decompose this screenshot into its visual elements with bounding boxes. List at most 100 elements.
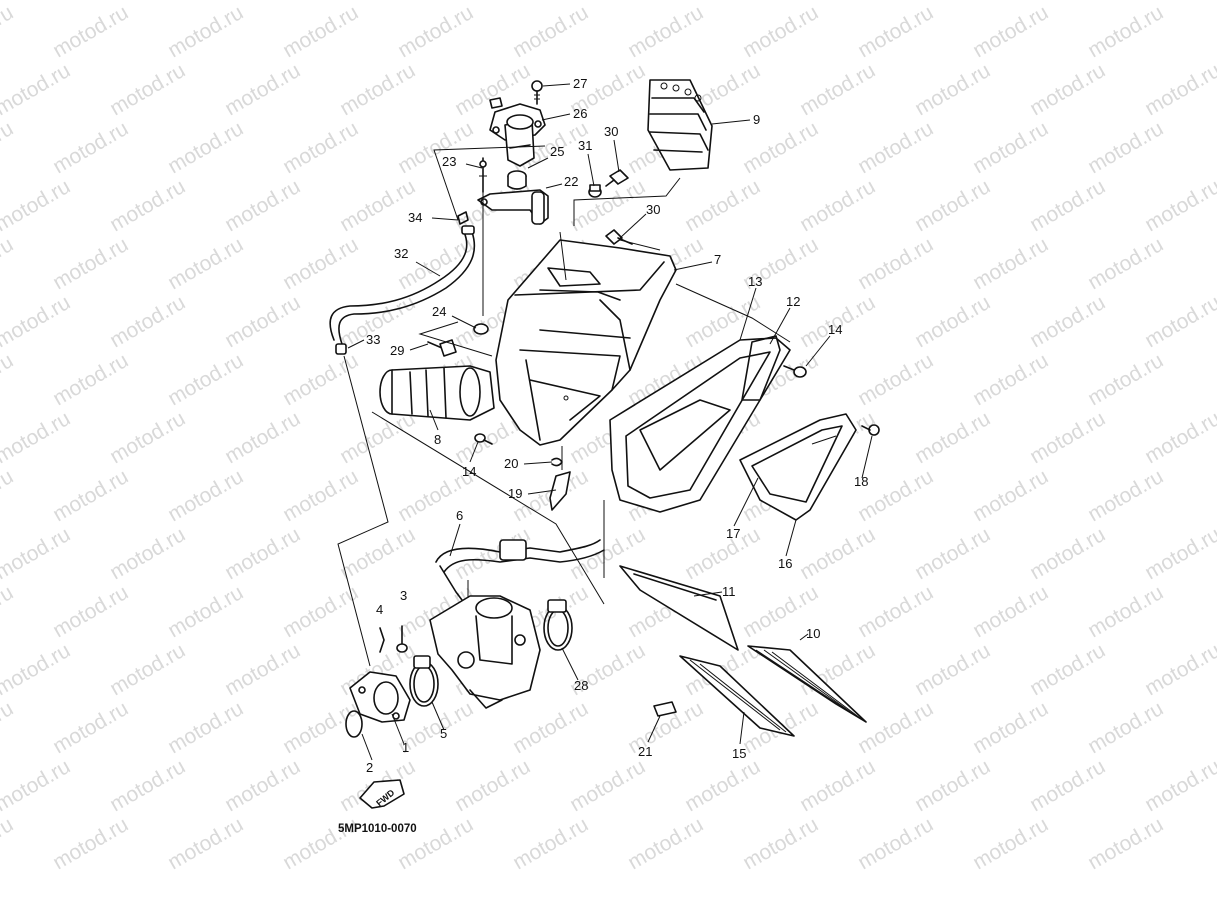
- part-34-clip: [457, 211, 469, 225]
- watermark-text: motod.ru: [911, 639, 994, 700]
- part-29-bolt: [427, 339, 457, 357]
- watermark-text: motod.ru: [164, 349, 247, 410]
- watermark-text: motod.ru: [336, 175, 419, 236]
- watermark-text: motod.ru: [279, 465, 362, 526]
- callout-27: 27: [573, 76, 587, 91]
- part-33-clip: [335, 343, 347, 355]
- watermark-text: motod.ru: [1141, 523, 1217, 584]
- watermark-text: motod.ru: [106, 755, 189, 816]
- watermark-text: motod.ru: [0, 407, 74, 468]
- watermark-text: motod.ru: [969, 233, 1052, 294]
- watermark-text: motod.ru: [164, 465, 247, 526]
- watermark-text: motod.ru: [0, 175, 74, 236]
- watermark-text: motod.ru: [49, 233, 132, 294]
- watermark-text: motod.ru: [0, 0, 74, 4]
- callout-12: 12: [786, 294, 800, 309]
- callout-3: 3: [400, 588, 407, 603]
- watermark-text: motod.ru: [854, 117, 937, 178]
- fwd-arrow: [359, 779, 405, 809]
- watermark-text: motod.ru: [49, 697, 132, 758]
- watermark-text: motod.ru: [221, 175, 304, 236]
- watermark-text: motod.ru: [509, 1, 592, 62]
- watermark-text: motod.ru: [0, 291, 74, 352]
- watermark-text: motod.ru: [394, 233, 477, 294]
- part-31-grommet: [588, 184, 602, 198]
- watermark-text: motod.ru: [164, 117, 247, 178]
- watermark-text: motod.ru: [106, 523, 189, 584]
- callout-30a: 30: [604, 124, 618, 139]
- callout-25: 25: [550, 144, 564, 159]
- callout-6: 6: [456, 508, 463, 523]
- callout-15: 15: [732, 746, 746, 761]
- watermark-text: motod.ru: [106, 639, 189, 700]
- watermark-text: motod.ru: [796, 755, 879, 816]
- part-22-bracket: [477, 189, 549, 225]
- watermark-text: motod.ru: [49, 349, 132, 410]
- callout-20: 20: [504, 456, 518, 471]
- callout-22: 22: [564, 174, 578, 189]
- watermark-text: motod.ru: [164, 813, 247, 874]
- watermark-text: motod.ru: [911, 175, 994, 236]
- watermark-text: motod.ru: [969, 465, 1052, 526]
- watermark-text: motod.ru: [681, 755, 764, 816]
- callout-5: 5: [440, 726, 447, 741]
- part-32-hose: [329, 225, 476, 345]
- callout-33: 33: [366, 332, 380, 347]
- watermark-text: motod.ru: [0, 349, 17, 410]
- watermark-text: motod.ru: [1084, 117, 1167, 178]
- part-3-screw: [396, 625, 408, 653]
- part-12-gasket: [741, 335, 781, 401]
- watermark-text: motod.ru: [1084, 813, 1167, 874]
- part-14b-screw: [474, 433, 493, 445]
- callout-18: 18: [854, 474, 868, 489]
- watermark-text: motod.ru: [106, 59, 189, 120]
- watermark-text: motod.ru: [969, 581, 1052, 642]
- watermark-text: motod.ru: [1141, 755, 1217, 816]
- assembly-lines: [337, 145, 791, 667]
- watermark-text: motod.ru: [969, 813, 1052, 874]
- watermark-text: motod.ru: [1141, 407, 1217, 468]
- watermark-text: motod.ru: [0, 117, 17, 178]
- watermark-text: motod.ru: [221, 291, 304, 352]
- callout-23: 23: [442, 154, 456, 169]
- part-15-element: [679, 655, 795, 737]
- callout-26: 26: [573, 106, 587, 121]
- part-4-small: [379, 627, 385, 653]
- watermark-text: motod.ru: [1141, 175, 1217, 236]
- watermark-text: motod.ru: [854, 1, 937, 62]
- callout-labels: 27 26 25 23 22 31 30 30 9 34 32 7 13 12 …: [338, 76, 868, 835]
- watermark-text: motod.ru: [1084, 1, 1167, 62]
- watermark-text: motod.ru: [1084, 465, 1167, 526]
- watermark-text: motod.ru: [681, 175, 764, 236]
- watermark-text: motod.ru: [336, 407, 419, 468]
- callout-14a: 14: [828, 322, 842, 337]
- watermark-text: motod.ru: [0, 639, 74, 700]
- part-21-block: [653, 701, 677, 717]
- part-25-cap: [507, 170, 527, 190]
- watermark-text: motod.ru: [279, 117, 362, 178]
- part-9-rubber: [647, 79, 713, 171]
- callout-21: 21: [638, 744, 652, 759]
- watermark-text: motod.ru: [739, 813, 822, 874]
- watermark-text: motod.ru: [624, 813, 707, 874]
- watermark-text: motod.ru: [106, 175, 189, 236]
- watermark-text: motod.ru: [221, 407, 304, 468]
- part-28-clamp: [543, 599, 573, 651]
- callout-19: 19: [508, 486, 522, 501]
- part-10-element: [747, 645, 867, 723]
- watermark-text: motod.ru: [279, 1, 362, 62]
- watermark-text: motod.ru: [911, 59, 994, 120]
- watermark-text: motod.ru: [0, 59, 74, 120]
- callout-17: 17: [726, 526, 740, 541]
- watermark-text: motod.ru: [911, 291, 994, 352]
- watermark-text: motod.ru: [106, 407, 189, 468]
- callout-4: 4: [376, 602, 383, 617]
- watermark-text: motod.ru: [394, 117, 477, 178]
- callout-32: 32: [394, 246, 408, 261]
- watermark-text: motod.ru: [911, 523, 994, 584]
- part-11-element: [619, 565, 739, 651]
- watermark-text: motod.ru: [1026, 175, 1109, 236]
- watermark-text: motod.ru: [739, 1, 822, 62]
- watermark-text: motod.ru: [566, 755, 649, 816]
